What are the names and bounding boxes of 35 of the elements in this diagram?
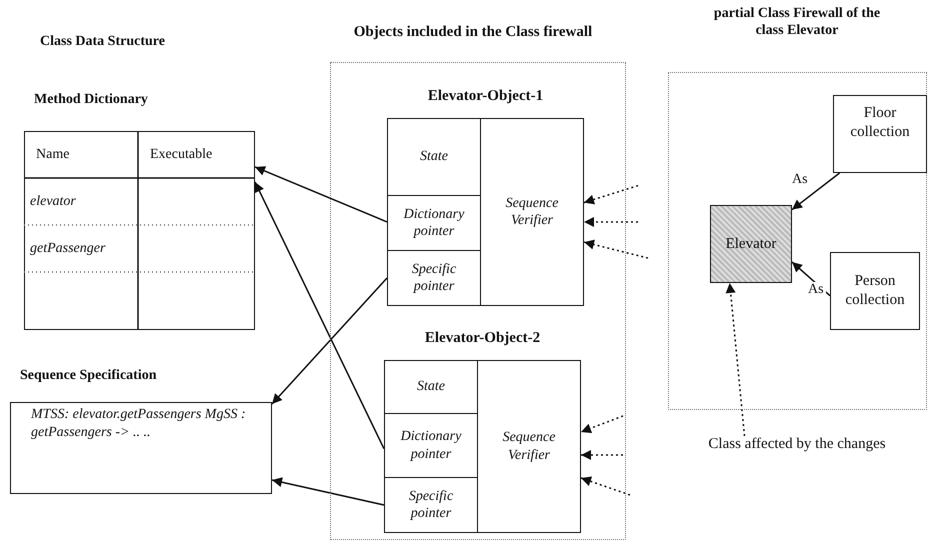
compartment: State (384, 360, 478, 414)
dotted-arrow (726, 282, 746, 436)
header-cell: Name (24, 131, 138, 178)
dotted-arrow (580, 415, 624, 434)
dotted-arrow (580, 476, 630, 496)
compartment: Sequence Verifier (480, 118, 584, 306)
compartment: State (387, 118, 481, 196)
arrow (792, 172, 840, 210)
section-heading: Class Data Structure (40, 34, 165, 50)
dotted-arrow (581, 450, 623, 460)
class-box: Elevator (710, 205, 792, 283)
method-name: elevator (24, 178, 138, 225)
arrow (271, 278, 388, 405)
arrow (254, 166, 388, 223)
sequence-text: MTSS: elevator.getPassengers MgSS : getPassengers -> .. .. (31, 406, 247, 442)
dotted-arrow (584, 216, 638, 227)
heading: Sequence Specification (19, 368, 158, 384)
header-cell: Executable (138, 131, 255, 178)
class-box: Person collection (830, 252, 920, 330)
group-title: Objects included in the Class firewall (352, 24, 594, 41)
compartment: Sequence Verifier (477, 360, 581, 533)
note-text: Class affected by the changes (672, 436, 922, 462)
class-box: Floor collection (833, 95, 927, 173)
arrow (272, 477, 384, 506)
method-name: getPassenger (24, 225, 138, 272)
heading: Method Dictionary (33, 92, 149, 108)
dotted-arrow (584, 184, 638, 204)
compartment: Specific pointer (387, 250, 481, 306)
group-title: partial Class Firewall of the class Elevator (712, 6, 882, 40)
object-title: Elevator-Object-2 (424, 330, 542, 347)
object-title: Elevator-Object-1 (426, 88, 544, 105)
compartment: Specific pointer (384, 477, 478, 533)
dotted-arrow (584, 240, 648, 259)
arrow (792, 261, 830, 296)
arrow (254, 182, 385, 450)
